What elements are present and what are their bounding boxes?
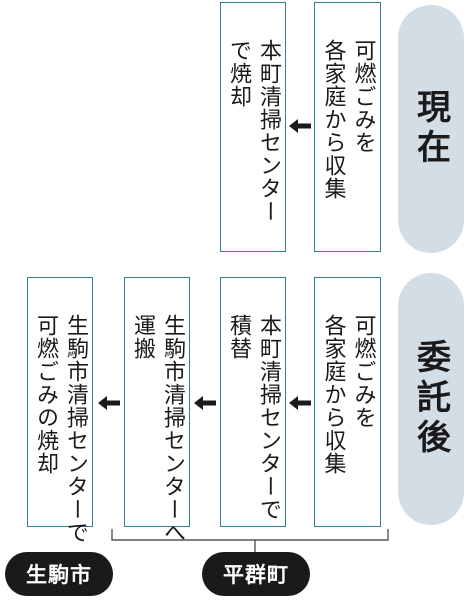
arrow-left-icon — [289, 119, 311, 133]
current-step-2-box: 本町清掃センター で焼却 — [220, 2, 286, 252]
after-step-3-box: 生駒市清掃センターへ 運搬 — [124, 277, 190, 544]
current-step-1-box: 可燃ごみを 各家庭から収集 — [314, 2, 381, 252]
heiguri-town-label: 平群町 — [223, 563, 289, 587]
after-step-1-text: 可燃ごみを 各家庭から収集 — [320, 314, 376, 475]
after-step-4-text: 生駒市清掃センターで 可燃ごみの焼却 — [33, 314, 88, 544]
after-step-1-box: 可燃ごみを 各家庭から収集 — [314, 277, 381, 527]
stage-label-current: 現在 — [398, 5, 464, 253]
heiguri-town-badge: 平群町 — [202, 552, 310, 596]
arrow-left-icon — [98, 396, 120, 410]
ikoma-city-badge: 生駒市 — [5, 552, 113, 596]
after-step-3-text: 生駒市清掃センターへ 運搬 — [130, 314, 185, 544]
stage-label-current-text: 現在 — [410, 89, 451, 169]
after-step-4-box: 生駒市清掃センターで 可燃ごみの焼却 — [27, 277, 93, 544]
after-step-2-text: 本町清掃センターで 積替 — [226, 314, 281, 521]
current-step-1-text: 可燃ごみを 各家庭から収集 — [320, 39, 376, 200]
after-step-2-box: 本町清掃センターで 積替 — [220, 277, 286, 527]
arrow-left-icon — [289, 396, 311, 410]
stage-label-after: 委託後 — [398, 273, 464, 525]
ikoma-city-label: 生駒市 — [26, 563, 92, 587]
current-step-2-text: 本町清掃センター で焼却 — [226, 39, 281, 223]
stage-label-after-text: 委託後 — [410, 339, 451, 459]
arrow-left-icon — [194, 396, 216, 410]
